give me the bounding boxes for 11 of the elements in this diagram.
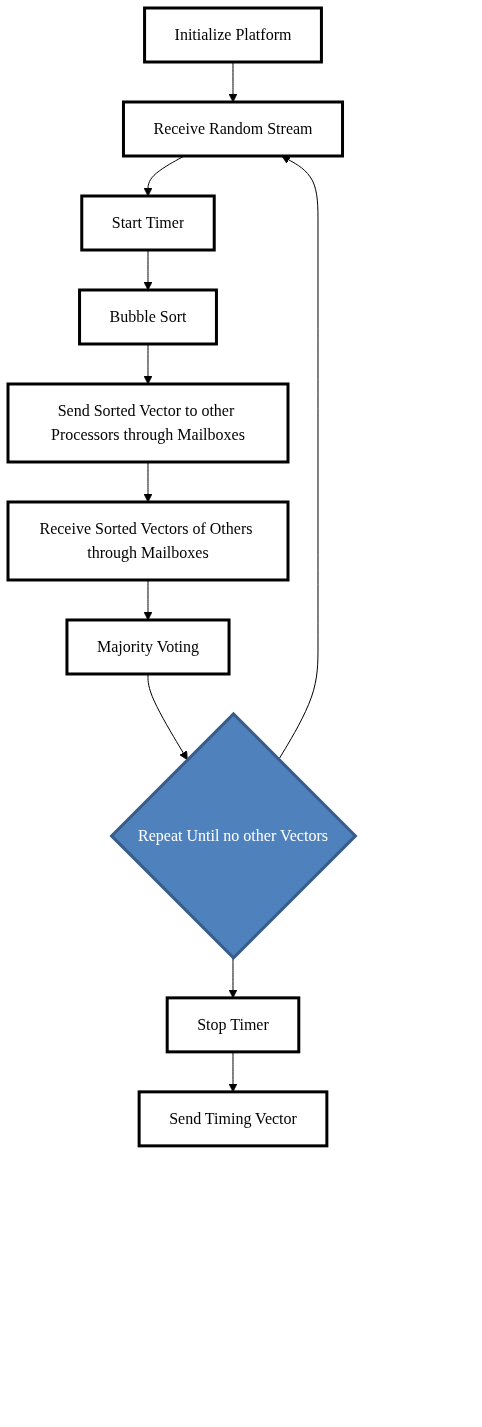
node-box: Majority Voting [65,618,231,676]
node-box: Receive Random Stream [121,100,344,158]
node-box: Stop Timer [165,996,301,1054]
node-box: Bubble Sort [78,288,218,346]
node-diamond: Repeat Until no other Vectors [109,711,358,960]
node-box: Start Timer [80,194,216,252]
node-box: Send Sorted Vector to other Processors through Mailboxes [6,382,290,464]
arrow [147,673,188,761]
node-box: Receive Sorted Vectors of Others through Mailboxes [6,500,290,582]
node-box: Send Timing Vector [137,1090,329,1148]
node-box: Initialize Platform [143,6,323,64]
